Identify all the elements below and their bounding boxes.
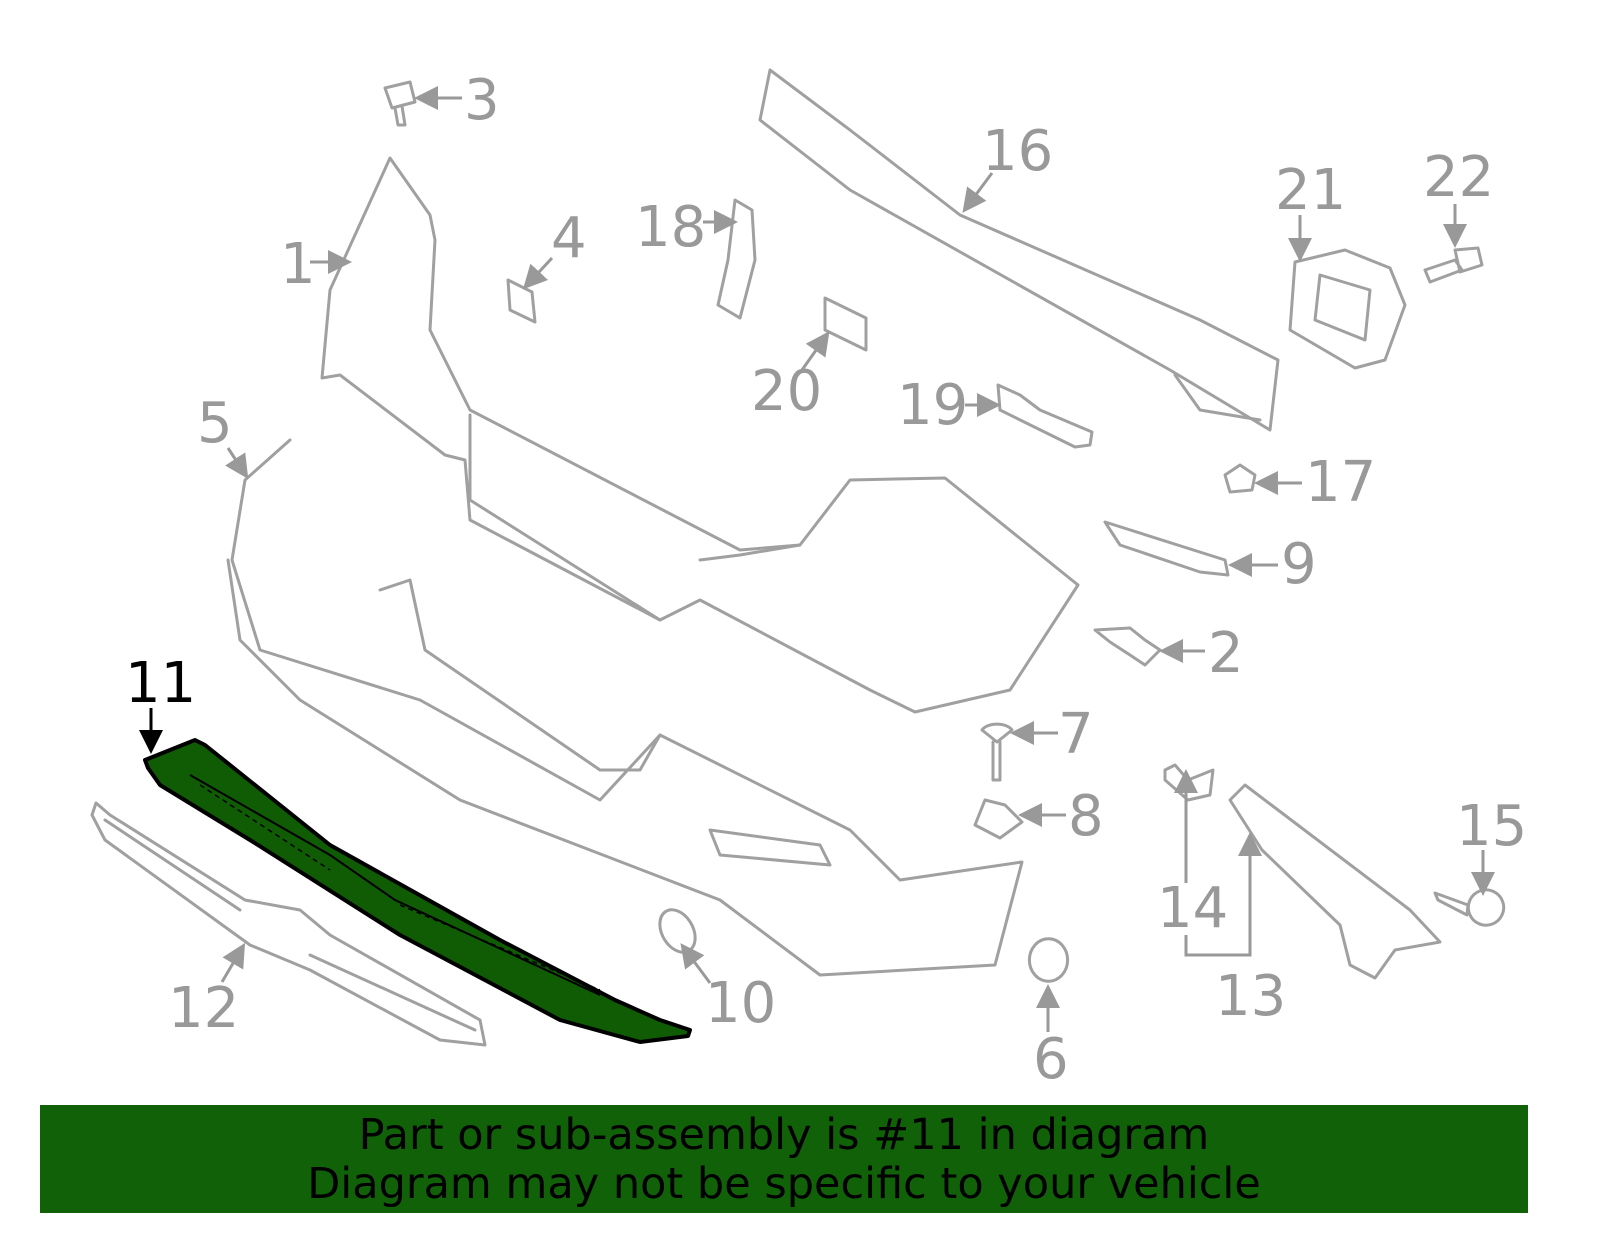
part-3-bolt [383,80,417,127]
callout-21: 21 [1275,158,1346,223]
callout-9: 9 [1281,532,1317,597]
callout-8: 8 [1068,784,1104,849]
part-17-nut [1223,463,1257,494]
leader-arrows [139,86,1495,1032]
callout-1: 1 [280,232,316,297]
part-2-screw [1093,626,1162,667]
callout-2: 2 [1208,621,1244,686]
callout-5: 5 [197,391,233,456]
part-14-clip [1163,763,1215,802]
part-7-screw [980,722,1014,782]
part-15-bolt [1433,888,1506,927]
callout-17: 17 [1305,450,1376,515]
callout-20: 20 [751,359,822,424]
part-5-bumper-cover-lower [226,438,1024,977]
part-10-cap [658,908,697,954]
part-9-reflector [1103,520,1230,577]
callout-7: 7 [1058,702,1094,767]
info-banner: Part or sub-assembly is #11 in diagram D… [40,1105,1528,1213]
callout-12: 12 [168,976,239,1041]
part-1-bumper-cover-upper [320,156,1080,714]
part-4-pad [506,278,537,324]
callout-10: 10 [705,971,776,1036]
callout-13: 13 [1215,964,1286,1029]
part-19-bracket [996,383,1094,449]
callout-4: 4 [551,206,587,271]
part-16-reinforcement-bar [758,68,1280,432]
callout-22: 22 [1423,145,1494,210]
part-13-bracket [1228,783,1442,980]
callout-19: 19 [897,373,968,438]
callout-labels: 1 2 3 4 5 6 7 8 9 10 11 12 13 14 15 16 1… [125,68,1527,1092]
callout-14: 14 [1157,876,1228,941]
callout-16: 16 [982,119,1053,184]
part-22-bolt [1423,246,1484,284]
part-21-bracket [1288,248,1407,370]
part-18-bracket [716,198,757,320]
part-8-clip [973,798,1024,840]
callout-6: 6 [1033,1027,1069,1092]
banner-line-1: Part or sub-assembly is #11 in diagram [358,1110,1210,1160]
part-6-cap [1027,937,1070,983]
callout-11[interactable]: 11 [125,651,196,716]
part-12-grille-trim [90,801,487,1047]
banner-line-2: Diagram may not be specific to your vehi… [307,1159,1261,1209]
callout-15: 15 [1456,794,1527,859]
part-11-highlighted[interactable] [143,738,692,1044]
part-20-pad [823,296,868,352]
callout-18: 18 [635,195,706,260]
callout-3: 3 [464,68,500,133]
